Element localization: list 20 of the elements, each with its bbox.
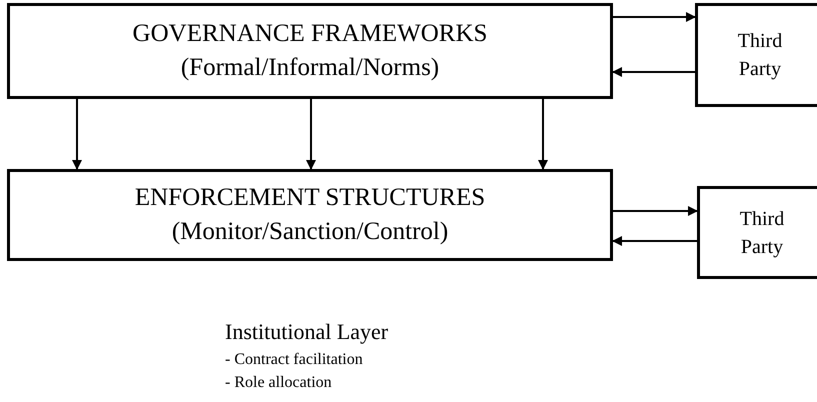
process-box [697,186,817,279]
box-text: (Formal/Informal/Norms) [180,53,440,83]
arrow [613,12,696,22]
process-box [7,3,613,99]
note-text: - Contract facilitation [225,350,364,370]
box-text: (Monitor/Sanction/Control) [172,217,448,247]
box-text: ENFORCEMENT STRUCTURES [134,183,486,213]
arrow [613,206,698,216]
process-box [7,169,613,261]
arrow [612,236,697,246]
arrow [72,99,82,170]
process-box [695,3,817,107]
note-text: - Role allocation [225,373,333,393]
box-text: Third Party [738,206,786,260]
arrow [306,99,316,170]
arrow [612,67,695,77]
arrow [538,99,548,170]
box-text: GOVERNANCE FRAMEWORKS [132,19,488,49]
note-text: Institutional Layer [225,318,388,346]
box-text: Third Party [736,29,784,82]
